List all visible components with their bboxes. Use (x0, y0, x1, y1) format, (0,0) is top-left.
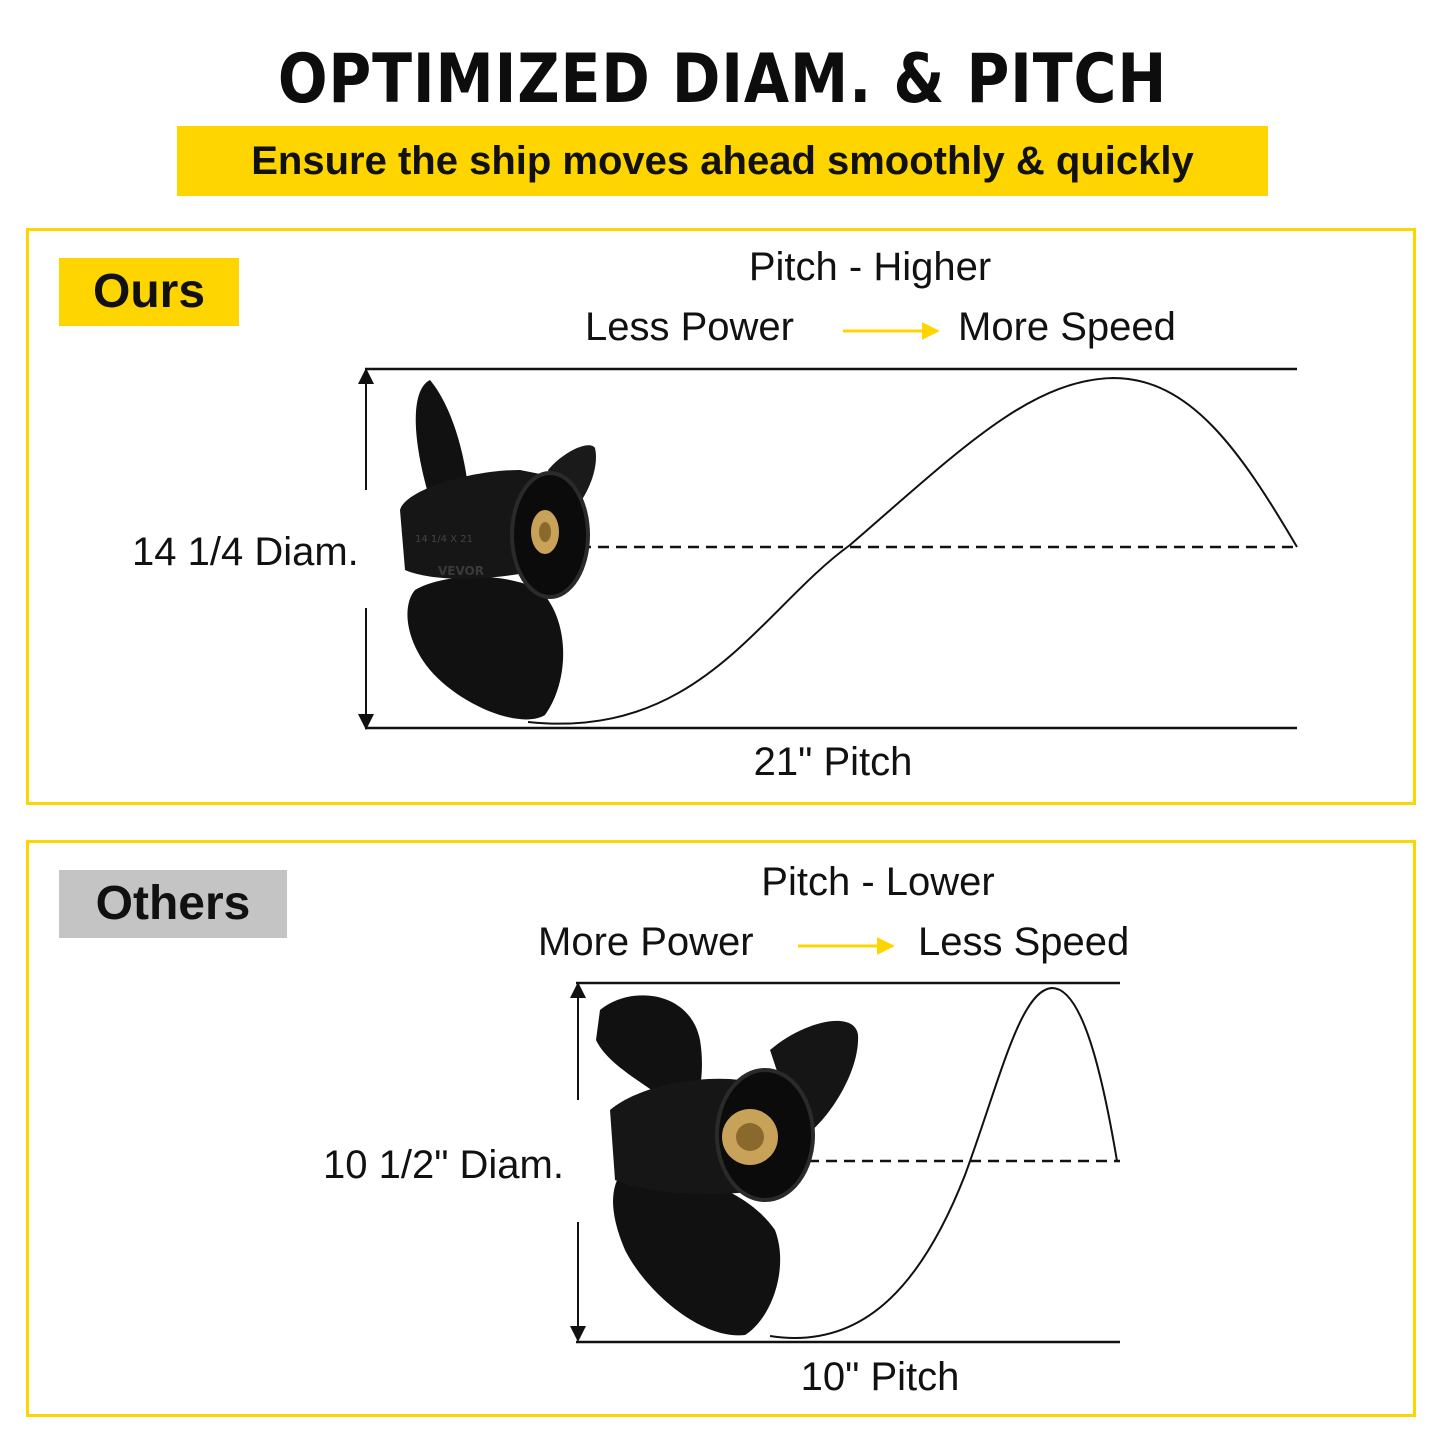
ours-propeller-icon: 14 1/4 X 21 VEVOR (400, 380, 596, 720)
ours-tag: Ours (59, 258, 239, 326)
ours-from-label: Less Power (585, 305, 794, 349)
others-from-label: More Power (538, 920, 754, 964)
others-to-label: Less Speed (918, 920, 1130, 964)
subtitle-banner: Ensure the ship moves ahead smoothly & q… (177, 126, 1268, 196)
ours-diameter-label: 14 1/4 Diam. (132, 530, 359, 574)
ours-pitch-curve (527, 376, 1298, 725)
ours-pitch-heading: Pitch - Higher (748, 245, 992, 289)
others-propeller-icon (596, 995, 859, 1336)
others-pitch-heading: Pitch - Lower (761, 860, 995, 904)
others-diameter-label: 10 1/2" Diam. (323, 1143, 564, 1187)
others-pitch-curve (769, 986, 1118, 1339)
ours-panel (26, 228, 1416, 805)
others-panel (26, 840, 1416, 1417)
ours-to-label: More Speed (958, 305, 1176, 349)
others-tag: Others (59, 870, 287, 938)
page-title: OPTIMIZED DIAM. & PITCH (277, 40, 1168, 119)
ours-pitch-label: 21" Pitch (753, 740, 913, 784)
subtitle-text: Ensure the ship moves ahead smoothly & q… (251, 139, 1194, 183)
ours-propeller-logo: VEVOR (438, 564, 484, 578)
others-diagram (570, 937, 1120, 1344)
ours-propeller-marking: 14 1/4 X 21 (415, 534, 473, 545)
others-pitch-label: 10" Pitch (800, 1355, 960, 1399)
ours-diagram: 14 1/4 X 21 VEVOR (358, 322, 1298, 730)
